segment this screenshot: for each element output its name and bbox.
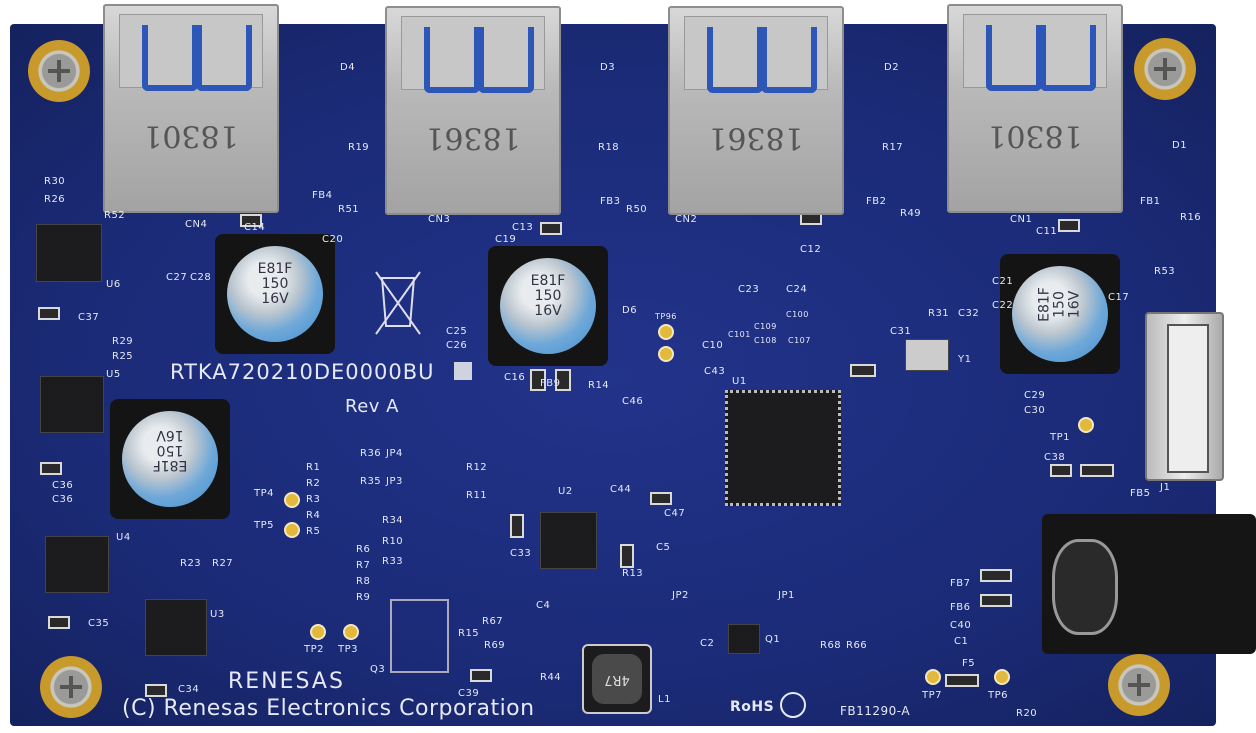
rohs-label: RoHS: [730, 699, 775, 715]
test-pad-tp1: [1078, 417, 1094, 433]
inductor-marking: 4R7: [592, 654, 642, 704]
test-pad-tp3: [343, 624, 359, 640]
label-cn3: CN3: [428, 214, 451, 225]
cap-marking: E81F: [1036, 287, 1053, 322]
test-pad-tp2: [310, 624, 326, 640]
cap-marking: E81F: [152, 457, 188, 473]
ic-u3: [145, 599, 207, 656]
label-c20: C20: [322, 234, 344, 245]
label-cn1: CN1: [1010, 214, 1033, 225]
mounting-screw-bottom-left: [40, 656, 102, 718]
test-pad-tp7: [925, 669, 941, 685]
label-u4: U4: [116, 532, 131, 543]
weee-bin-icon: [375, 271, 421, 335]
cap-marking: 16V: [534, 303, 562, 319]
usb-marking: 18301: [143, 118, 239, 153]
ic-u2: [540, 512, 597, 569]
part-number-label: RTKA720210DE0000BU: [170, 360, 435, 384]
label-y1: Y1: [958, 354, 972, 365]
cap-marking: 16V: [1066, 290, 1083, 319]
board-id-label: FB11290-A: [840, 704, 911, 718]
label-cn2: CN2: [675, 214, 698, 225]
usb-marking: 18361: [425, 120, 521, 155]
ic-u6: [36, 224, 102, 282]
label-u3: U3: [210, 609, 225, 620]
micro-usb-port-j1[interactable]: [1145, 312, 1224, 481]
cap-marking: 16V: [261, 291, 289, 307]
label-q1: Q1: [765, 634, 781, 645]
ic-q3: [390, 599, 449, 673]
cap-marking: 16V: [156, 427, 184, 443]
crystal-y1: [905, 339, 949, 371]
label-u5: U5: [106, 369, 121, 380]
cap-marking: 150: [261, 276, 289, 292]
label-q3: Q3: [370, 664, 386, 675]
dc-power-jack[interactable]: [1042, 514, 1256, 654]
revision-label: Rev A: [345, 396, 399, 417]
ic-u4: [45, 536, 109, 593]
label-u6: U6: [106, 279, 121, 290]
cap-marking: 150: [1051, 291, 1068, 318]
ic-u1: [725, 390, 841, 506]
mounting-screw-top-right: [1134, 38, 1196, 100]
ic-u5: [40, 376, 104, 433]
usb-port-cn1[interactable]: 18301: [947, 4, 1123, 213]
test-pad-tp5: [284, 522, 300, 538]
cap-marking: E81F: [530, 273, 566, 289]
usb-marking: 18301: [987, 118, 1083, 153]
mounting-screw-bottom-right: [1108, 654, 1170, 716]
usb-marking: 18361: [708, 120, 804, 155]
transistor-q1: [728, 624, 760, 654]
inductor-l1: 4R7: [582, 644, 652, 714]
test-pad-tp6: [994, 669, 1010, 685]
silk-box: [454, 362, 472, 380]
label-u1: U1: [732, 376, 747, 387]
usb-port-cn3[interactable]: 18361: [385, 6, 561, 215]
usb-port-cn2[interactable]: 18361: [668, 6, 844, 215]
label-c19: C19: [495, 234, 517, 245]
label-j1: J1: [1160, 482, 1171, 493]
renesas-logo: RENESAS: [228, 669, 345, 694]
copyright-label: (C) Renesas Electronics Corporation: [122, 696, 535, 721]
cap-marking: 150: [534, 288, 562, 304]
usb-port-cn4[interactable]: 18301: [103, 4, 279, 213]
label-l1: L1: [658, 694, 671, 705]
cap-marking: E81F: [257, 261, 293, 277]
label-cn4: CN4: [185, 219, 208, 230]
mounting-screw-top-left: [28, 40, 90, 102]
lead-free-icon: [780, 692, 806, 718]
test-pad: [658, 346, 674, 362]
cap-marking: 150: [156, 442, 184, 458]
test-pad-tp4: [284, 492, 300, 508]
label-u2: U2: [558, 486, 573, 497]
test-pad-tp96: [658, 324, 674, 340]
